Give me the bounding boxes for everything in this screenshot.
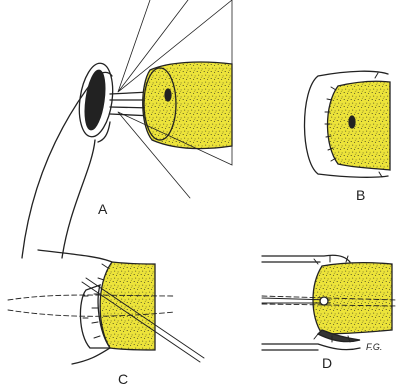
panel-label-c: C xyxy=(118,371,128,385)
panel-c: C xyxy=(8,250,204,385)
artist-initials: F.G. xyxy=(366,342,382,352)
panel-b: B xyxy=(305,71,391,203)
panel-a-bowel-end xyxy=(144,68,176,140)
panel-a: A xyxy=(22,0,232,258)
panel-label-a: A xyxy=(98,201,108,217)
panel-d: D F.G. xyxy=(262,255,396,371)
panel-b-opening xyxy=(349,116,355,128)
panel-b-bowel-segment xyxy=(328,81,391,170)
panel-a-opening xyxy=(165,89,171,101)
panel-label-d: D xyxy=(322,355,332,371)
panel-d-opening xyxy=(320,297,328,305)
panel-label-b: B xyxy=(356,187,365,203)
